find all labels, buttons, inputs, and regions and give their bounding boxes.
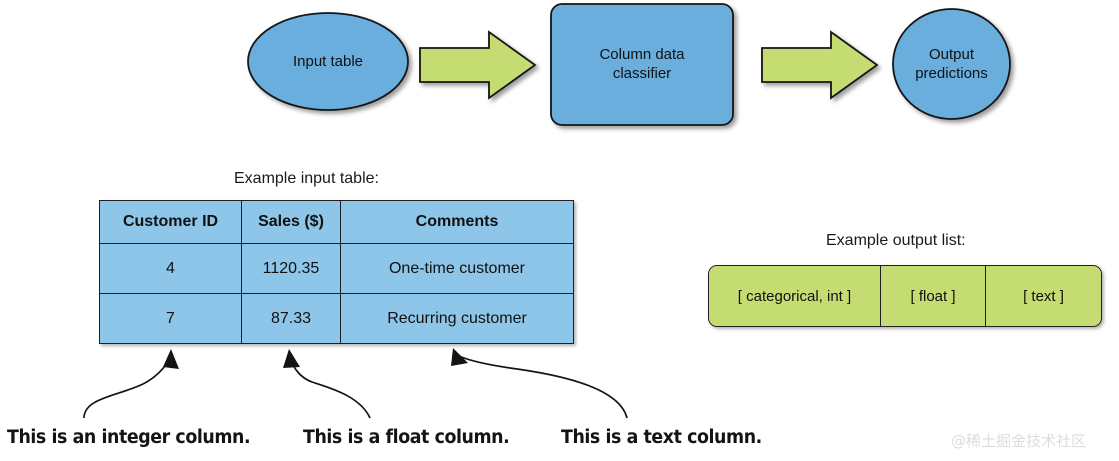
input-table: Customer ID Sales ($) Comments 4 1120.35…: [99, 200, 574, 344]
output-list: [ categorical, int ] [ float ] [ text ]: [708, 265, 1102, 327]
node-output-predictions-label: Output predictions: [915, 46, 988, 82]
node-output-predictions-shape: [892, 8, 1011, 120]
node-classifier-label: Column data classifier: [599, 46, 685, 82]
output-cell-categorical-int: [ categorical, int ]: [709, 266, 881, 326]
cell-sales: 1120.35: [241, 243, 341, 294]
pointer-arrow-integer-curve: [83, 357, 171, 419]
node-input-table-shape: [247, 12, 409, 111]
node-classifier-shape: [550, 3, 734, 126]
pointer-arrow-text-curve: [458, 355, 628, 419]
flow-diagram: [247, 3, 1011, 126]
pointer-arrow-float-head: [283, 349, 300, 368]
column-header-sales: Sales ($): [241, 200, 341, 244]
pointer-arrow-text-head: [451, 348, 468, 366]
cell-comments: One-time customer: [340, 243, 574, 294]
column-header-customer-id: Customer ID: [99, 200, 242, 244]
pointer-arrow-float-curve: [290, 359, 371, 419]
annotation-float-column: This is a float column.: [303, 427, 510, 448]
cell-sales: 87.33: [241, 293, 341, 344]
output-cell-float: [ float ]: [881, 266, 986, 326]
annotation-integer-column: This is an integer column.: [7, 427, 251, 448]
input-table-caption: Example input table:: [234, 170, 379, 187]
annotation-pointers: [83, 348, 628, 419]
table-header-row: Customer ID Sales ($) Comments: [99, 200, 574, 244]
output-cell-text: [ text ]: [986, 266, 1101, 326]
annotation-text-column: This is a text column.: [561, 427, 762, 448]
cell-comments: Recurring customer: [340, 293, 574, 344]
output-list-caption: Example output list:: [826, 232, 966, 249]
table-row: 4 1120.35 One-time customer: [99, 243, 574, 294]
arrow-2-shape: [761, 30, 879, 100]
table-row: 7 87.33 Recurring customer: [99, 293, 574, 344]
node-input-table-label: Input table: [292, 53, 364, 70]
cell-customer-id: 7: [99, 293, 242, 344]
watermark: @稀土掘金技术社区: [951, 432, 1087, 450]
column-header-comments: Comments: [340, 200, 574, 244]
pointer-arrow-integer-head: [163, 349, 179, 369]
arrow-1-shape: [419, 30, 537, 100]
cell-customer-id: 4: [99, 243, 242, 294]
